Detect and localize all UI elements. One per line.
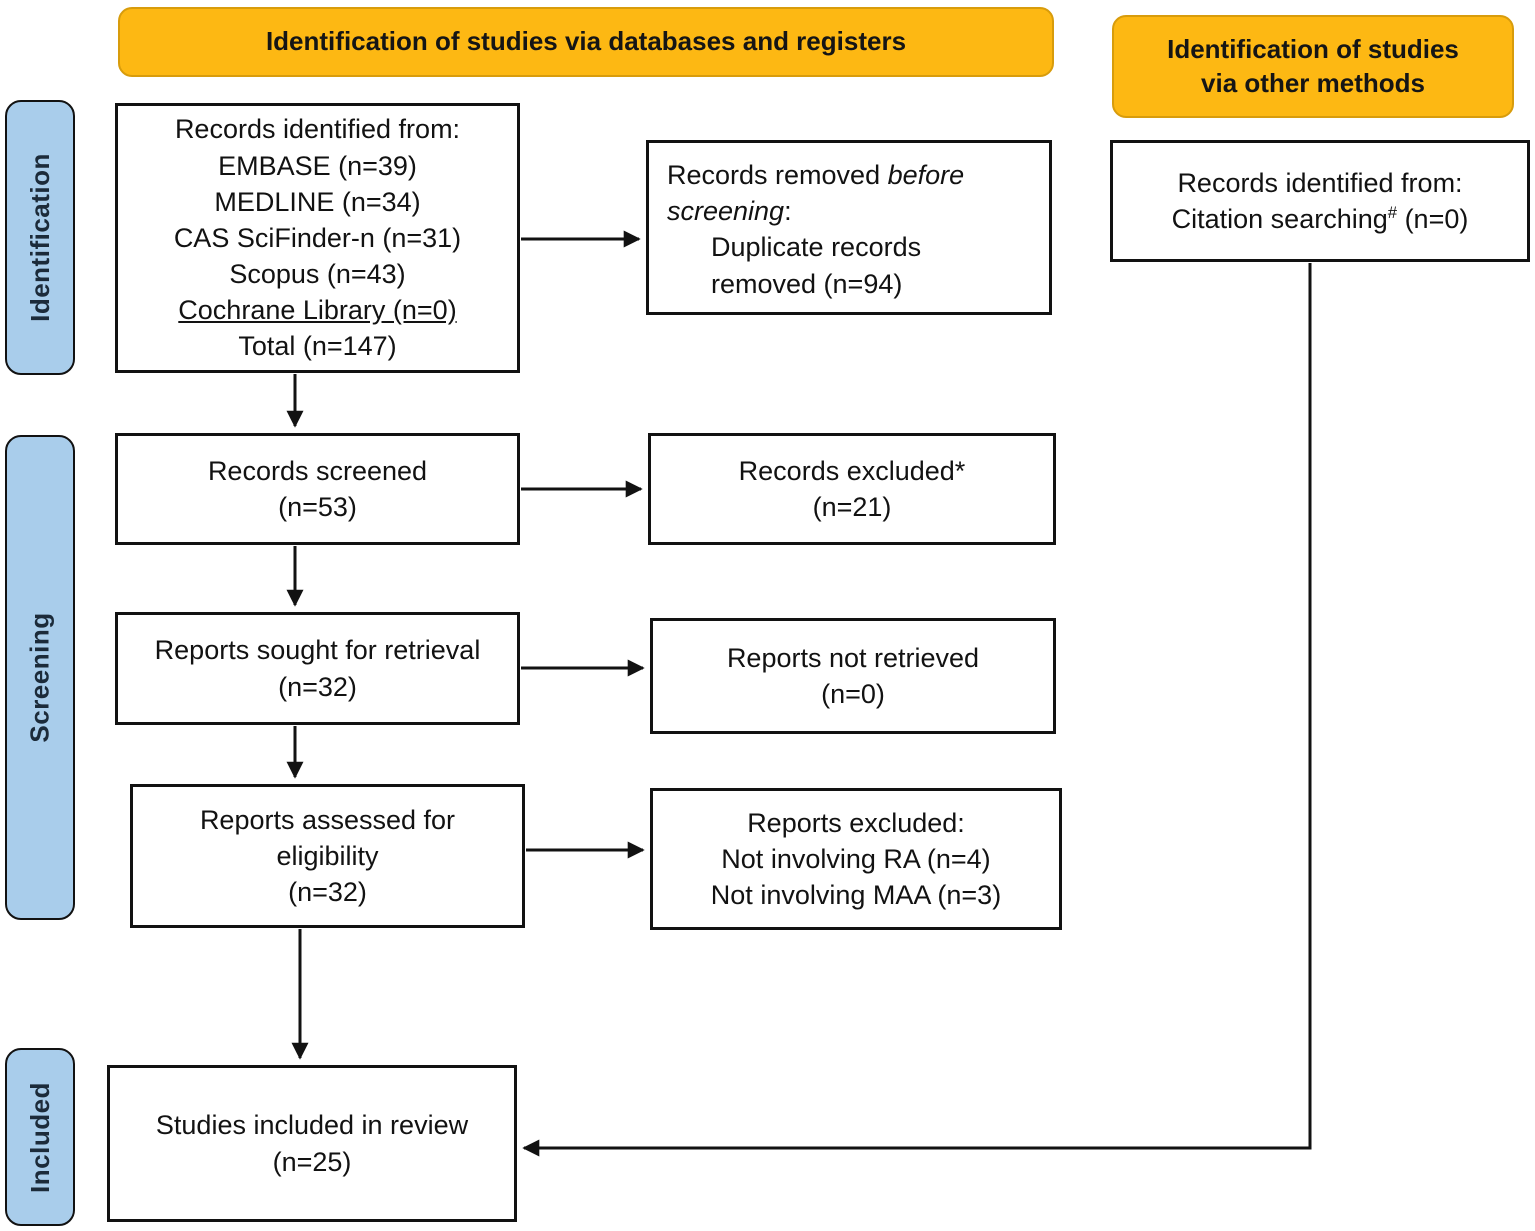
reports-assessed-line-3: (n=32) <box>288 877 367 908</box>
box-records-removed: Records removed before screening: Duplic… <box>646 140 1052 315</box>
reports-excluded-line-1: Reports excluded: <box>747 807 965 838</box>
reports-assessed-line-1: Reports assessed for <box>199 804 456 835</box>
records-removed-emphasis: before screening <box>667 160 965 227</box>
citation-searching-count: (n=0) <box>1397 204 1469 234</box>
box-studies-included: Studies included in review (n=25) <box>107 1065 517 1222</box>
reports-assessed-line-2: eligibility <box>276 840 379 871</box>
header-other-methods-label: Identification of studies via other meth… <box>1167 33 1459 98</box>
box-reports-excluded: Reports excluded: Not involving RA (n=4)… <box>650 788 1062 930</box>
box-reports-assessed: Reports assessed for eligibility (n=32) <box>130 784 525 928</box>
box-records-identified: Records identified from: EMBASE (n=39) M… <box>115 103 520 373</box>
phase-label-identification: Identification <box>5 100 75 375</box>
records-identified-line-scopus: Scopus (n=43) <box>229 259 406 290</box>
reports-not-retrieved-line-1: Reports not retrieved <box>726 642 980 673</box>
records-screened-line-2: (n=53) <box>278 492 357 522</box>
reports-excluded-line-3: Not involving MAA (n=3) <box>710 880 1002 911</box>
records-screened-line-1: Records screened <box>207 455 428 486</box>
phase-label-screening: Screening <box>5 435 75 920</box>
reports-sought-line-1: Reports sought for retrieval <box>154 635 481 666</box>
records-identified-line-medline: MEDLINE (n=34) <box>214 186 421 217</box>
records-removed-suffix: : <box>784 196 792 227</box>
records-removed-title: Records removed before screening: <box>667 157 1031 229</box>
citation-searching-title: Records identified from: <box>1177 167 1463 198</box>
records-identified-line-cochrane: Cochrane Library (n=0) <box>178 295 457 326</box>
phase-label-screening-text: Screening <box>24 612 55 743</box>
records-identified-line-total: Total (n=147) <box>238 331 397 362</box>
citation-searching-line: Citation searching# (n=0) <box>1172 201 1469 237</box>
studies-included-line-2: (n=25) <box>272 1146 352 1177</box>
studies-included-line-1: Studies included in review <box>155 1110 469 1141</box>
box-records-screened: Records screened (n=53) <box>115 433 520 545</box>
phase-label-identification-text: Identification <box>24 153 55 322</box>
records-identified-line-embase: EMBASE (n=39) <box>218 150 417 181</box>
box-citation-searching: Records identified from: Citation search… <box>1110 140 1530 262</box>
records-identified-title: Records identified from: <box>174 114 461 145</box>
header-databases-registers: Identification of studies via databases … <box>118 7 1054 77</box>
phase-label-included: Included <box>5 1048 75 1226</box>
box-reports-sought: Reports sought for retrieval (n=32) <box>115 612 520 725</box>
header-databases-registers-label: Identification of studies via databases … <box>265 26 907 57</box>
records-identified-line-scifinder: CAS SciFinder-n (n=31) <box>173 222 462 253</box>
reports-sought-line-2: (n=32) <box>278 671 357 702</box>
phase-label-included-text: Included <box>24 1081 55 1193</box>
records-removed-line-1: Duplicate records <box>711 232 922 263</box>
reports-excluded-line-2: Not involving RA (n=4) <box>721 843 991 874</box>
citation-searching-text: Citation searching <box>1171 204 1388 234</box>
records-excluded-line-2: (n=21) <box>812 492 892 522</box>
records-removed-prefix: Records removed <box>667 160 888 190</box>
citation-searching-footnote-mark: # <box>1387 203 1398 222</box>
records-removed-line-2: removed (n=94) <box>711 268 903 299</box>
header-other-methods: Identification of studies via other meth… <box>1112 15 1514 118</box>
box-reports-not-retrieved: Reports not retrieved (n=0) <box>650 618 1056 734</box>
box-records-excluded: Records excluded* (n=21) <box>648 433 1056 545</box>
reports-not-retrieved-line-2: (n=0) <box>821 679 885 709</box>
records-excluded-line-1: Records excluded* <box>738 455 966 486</box>
